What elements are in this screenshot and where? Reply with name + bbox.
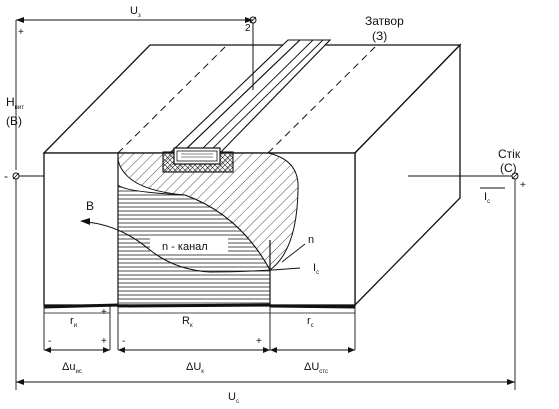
drain-title: Стік	[498, 147, 521, 161]
channel-plus-sign: +	[256, 336, 262, 347]
drain-plus-sign: +	[520, 180, 526, 191]
gate-title: Затвор	[365, 14, 404, 28]
dashed-boundary-left	[117, 46, 226, 154]
channel-current-label: Ic	[313, 262, 319, 276]
r-channel-label: Rк	[182, 315, 193, 329]
gate-code: (З)	[372, 29, 387, 43]
dashed-boundary-right	[267, 46, 376, 154]
du-source-label: Δuис	[62, 361, 82, 375]
r-drain-label: rc	[307, 315, 314, 329]
drain-code: (С)	[500, 161, 517, 175]
substrate-bottom-line	[43, 303, 356, 309]
point-b-label: B	[86, 199, 94, 213]
source-code: (В)	[6, 114, 22, 128]
drain-current-label: Ic	[484, 191, 490, 205]
source-minus-sign-2: -	[48, 336, 51, 347]
channel-minus-sign: -	[122, 336, 125, 347]
source-plus-sign-2: +	[101, 336, 107, 347]
u-total-label: Uс	[228, 391, 239, 405]
r-source-label: rи	[70, 315, 77, 329]
point-n-label: n	[308, 234, 314, 246]
du-channel-label: ΔUк	[186, 361, 204, 375]
n-channel-label: n - канал	[162, 241, 208, 253]
source-title: Нвит	[6, 95, 24, 111]
current-path-curve	[85, 221, 301, 273]
gate-voltage-label: Uз	[130, 5, 141, 19]
r-source-plus-sign: +	[101, 307, 107, 318]
source-minus-sign: -	[4, 169, 8, 183]
gate-plus-sign: +	[18, 27, 24, 38]
du-drain-label: ΔUстс	[304, 361, 328, 375]
pin-2-label: 2	[245, 23, 251, 34]
